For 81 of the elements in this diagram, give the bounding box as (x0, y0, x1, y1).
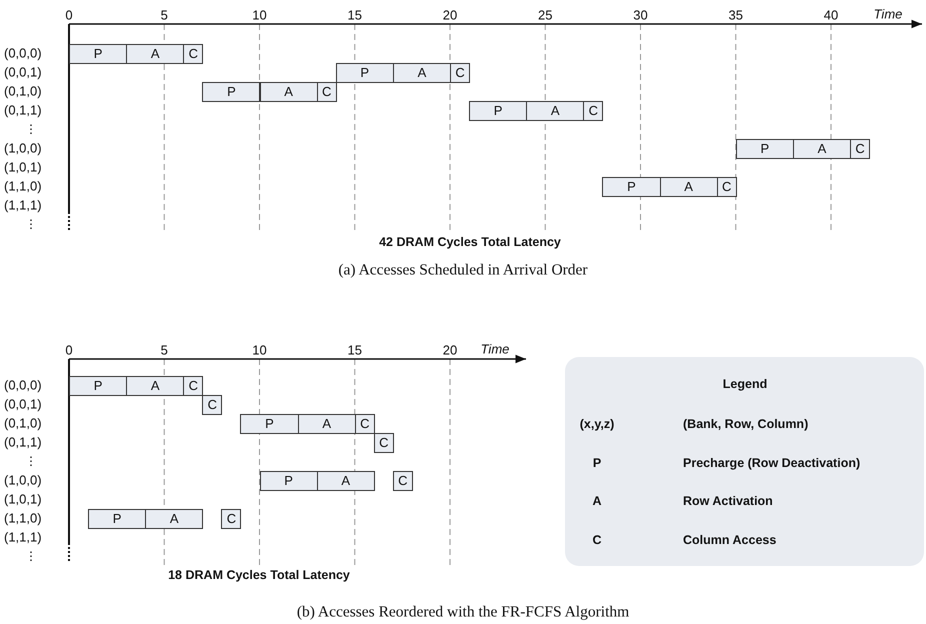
ellipsis-mark: ⋮ (25, 218, 37, 230)
row-label: (1,1,0) (4, 180, 42, 192)
row-label: (1,0,1) (4, 160, 42, 174)
command-slot: P (260, 470, 318, 490)
tick-label: 5 (160, 344, 168, 356)
tick-label: 20 (442, 8, 458, 22)
row-label: (0,0,0) (4, 378, 42, 392)
row-label: (1,1,0) (4, 512, 42, 524)
command-slot: C (202, 394, 222, 414)
ellipsis-mark: ⋮ (25, 123, 37, 135)
legend-title: Legend (722, 378, 768, 390)
command-slot: P (69, 44, 128, 64)
tick-label: 30 (633, 8, 648, 22)
command-slot: A (660, 176, 718, 196)
tick-label: 0 (65, 8, 73, 22)
tick-label: 5 (160, 8, 168, 22)
command-slot: C (392, 470, 413, 490)
command-slot: C (716, 176, 737, 196)
command-slot: A (526, 100, 584, 120)
row-label: (1,1,1) (4, 198, 42, 212)
tick-label: 35 (728, 8, 743, 22)
legend-key: P (592, 456, 602, 469)
legend-key: A (592, 494, 602, 508)
command-slot: P (69, 376, 128, 396)
command-slot: A (126, 44, 184, 64)
command-slot: A (126, 376, 184, 396)
row-label: (0,1,0) (4, 84, 42, 98)
command-slot: A (392, 62, 451, 82)
tick-label: 15 (348, 8, 362, 22)
row-label: (1,0,0) (4, 474, 42, 486)
legend-description: Row Activation (683, 494, 773, 508)
subfigure-caption: (b) Accesses Reordered with the FR-FCFS Algorithm (296, 604, 630, 620)
row-label: (1,1,1) (4, 530, 42, 544)
legend-description: Column Access (683, 533, 776, 546)
tick-label: 0 (65, 344, 73, 356)
tick-label: 10 (252, 8, 267, 22)
tick-label: 40 (824, 8, 838, 22)
command-slot: P (240, 414, 299, 434)
command-slot: C (354, 414, 375, 434)
command-slot: C (221, 508, 242, 528)
command-slot: A (792, 138, 852, 158)
command-slot: P (602, 176, 661, 196)
command-slot: P (469, 100, 528, 120)
legend-key: (x,y,z) (580, 418, 614, 430)
row-label: (1,0,0) (4, 142, 42, 154)
tick-label: 10 (252, 344, 267, 356)
command-slot: P (88, 508, 146, 528)
tick-label: 25 (538, 8, 552, 22)
row-label: (0,1,1) (4, 104, 42, 116)
row-label: (0,0,1) (4, 66, 42, 78)
command-slot: A (316, 470, 375, 490)
row-label: (0,0,1) (4, 398, 42, 410)
command-slot: C (850, 138, 870, 158)
command-slot: C (450, 62, 470, 82)
legend-key: C (592, 533, 602, 546)
command-slot: A (298, 414, 356, 434)
latency-note: 42 DRAM Cycles Total Latency (379, 236, 561, 248)
command-slot: P (736, 138, 794, 158)
command-slot: A (260, 82, 318, 102)
row-label: (0,1,0) (4, 416, 42, 430)
subfigure-caption: (a) Accesses Scheduled in Arrival Order (338, 262, 588, 278)
row-label: (1,0,1) (4, 492, 42, 506)
command-slot: C (374, 432, 394, 452)
command-slot: C (183, 44, 204, 64)
axis-title: Time (874, 8, 902, 20)
legend-description: Precharge (Row Deactivation) (683, 456, 860, 469)
command-slot: P (336, 62, 394, 82)
tick-label: 20 (442, 344, 458, 356)
command-slot: C (316, 82, 337, 102)
latency-note: 18 DRAM Cycles Total Latency (168, 568, 350, 582)
row-label: (0,0,0) (4, 46, 42, 60)
command-slot: C (583, 100, 604, 120)
command-slot: P (202, 82, 260, 102)
legend-description: (Bank, Row, Column) (683, 418, 808, 430)
ellipsis-mark: ⋮ (25, 455, 37, 467)
ellipsis-mark: ⋮ (25, 550, 37, 562)
tick-label: 15 (348, 344, 362, 356)
axis-title: Time (480, 342, 510, 356)
command-slot: C (183, 376, 204, 396)
command-slot: A (145, 508, 204, 528)
row-label: (0,1,1) (4, 436, 42, 448)
